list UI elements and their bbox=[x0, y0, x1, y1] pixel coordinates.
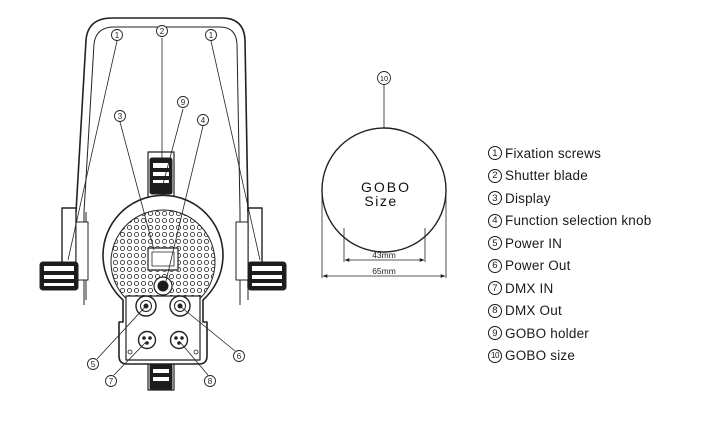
callout-fixation-left: 1 bbox=[115, 31, 120, 40]
dmx-in-connector bbox=[137, 330, 157, 350]
callout-gobo-size: 10 bbox=[380, 74, 388, 83]
dmx-out-connector bbox=[169, 330, 189, 350]
callout-power-in: 5 bbox=[91, 360, 96, 369]
legend-number: 2 bbox=[488, 168, 502, 183]
legend-number: 3 bbox=[488, 191, 502, 206]
function-knob bbox=[153, 276, 173, 296]
legend-number: 1 bbox=[488, 146, 502, 161]
leader-lines bbox=[67, 38, 385, 376]
fixation-screw-left bbox=[39, 261, 79, 291]
legend-label: DMX IN bbox=[505, 280, 554, 296]
legend-number: 7 bbox=[488, 281, 502, 296]
callout-gobo-holder: 9 bbox=[181, 98, 186, 107]
legend-label: Power IN bbox=[505, 235, 563, 251]
legend-number: 6 bbox=[488, 258, 502, 273]
gobo-label-line1: GOBO bbox=[361, 179, 411, 195]
legend-number: 5 bbox=[488, 236, 502, 251]
dim-outer-label: 65mm bbox=[372, 266, 396, 276]
legend-label: Power Out bbox=[505, 258, 571, 274]
callout-fixation-right: 1 bbox=[209, 31, 214, 40]
legend-label: Display bbox=[505, 190, 551, 206]
legend-number: 4 bbox=[488, 213, 502, 228]
legend-label: Fixation screws bbox=[505, 145, 602, 161]
legend-number: 9 bbox=[488, 326, 502, 341]
callout-power-out: 6 bbox=[237, 352, 242, 361]
callout-dmx-out: 8 bbox=[208, 377, 213, 386]
yoke-bracket bbox=[75, 17, 249, 213]
power-out-connector bbox=[169, 295, 191, 317]
legend-label: DMX Out bbox=[505, 303, 562, 319]
callout-shutter: 2 bbox=[160, 27, 165, 36]
gobo-label-line2: Size bbox=[364, 193, 397, 209]
callout-display: 3 bbox=[118, 112, 123, 121]
callout-knob: 4 bbox=[201, 116, 206, 125]
legend-label: GOBO holder bbox=[505, 325, 589, 341]
legend-label: Function selection knob bbox=[505, 213, 652, 229]
legend-number: 8 bbox=[488, 303, 502, 318]
legend-label: Shutter blade bbox=[505, 168, 588, 184]
dim-inner-label: 43mm bbox=[372, 250, 396, 260]
legend-number: 10 bbox=[488, 348, 502, 363]
legend-label: GOBO size bbox=[505, 348, 576, 364]
callout-dmx-in: 7 bbox=[109, 377, 114, 386]
callouts bbox=[87, 25, 391, 387]
gobo-size-drawing: GOBO Size 43mm 65mm bbox=[321, 127, 447, 278]
fixture-back-view bbox=[39, 17, 287, 391]
fixation-screw-right bbox=[247, 261, 287, 291]
